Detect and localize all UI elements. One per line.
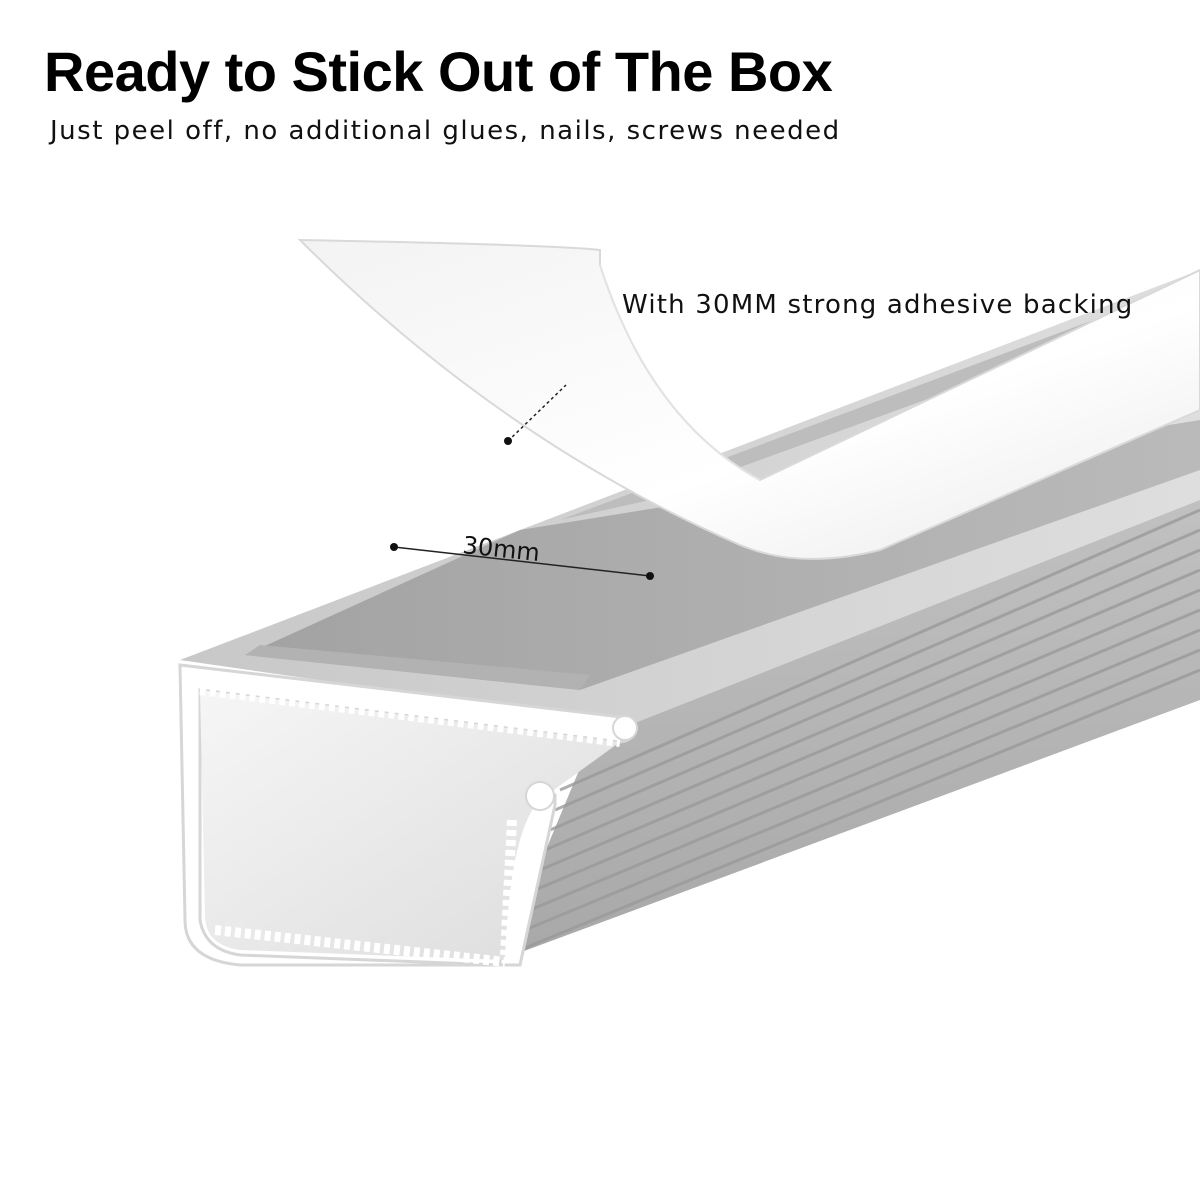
width-dimension-line	[390, 543, 654, 580]
page-subtitle: Just peel off, no additional glues, nail…	[50, 116, 841, 146]
adhesive-callout-text: With 30MM strong adhesive backing	[622, 290, 1134, 320]
raceway-end-profile	[178, 663, 638, 967]
raceway-side-face	[500, 440, 1200, 960]
adhesive-callout-pointer	[504, 384, 567, 445]
peeled-backing-paper	[297, 238, 1200, 560]
page-title: Ready to Stick Out of The Box	[44, 40, 833, 103]
